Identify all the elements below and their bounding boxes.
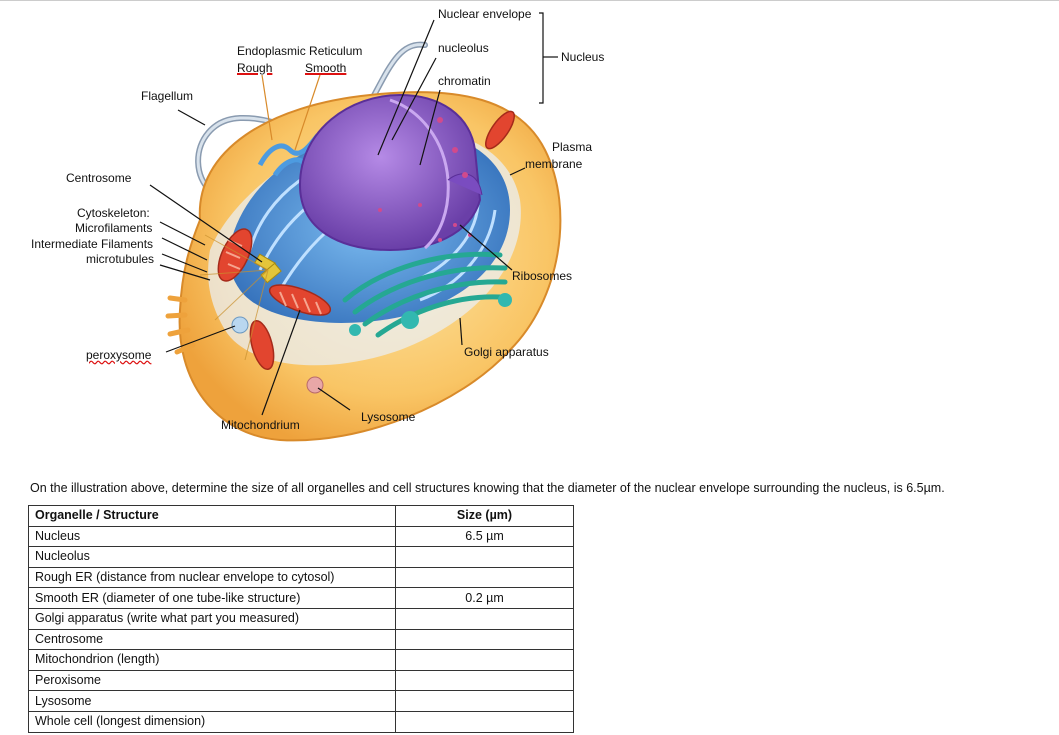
cell-diagram — [0, 0, 1059, 442]
label-plasma-membrane-2: membrane — [525, 157, 583, 171]
header-size: Size (µm) — [395, 505, 574, 527]
size-cell[interactable] — [395, 628, 574, 651]
table-header-row: Organelle / Structure Size (µm) — [28, 505, 574, 527]
label-nuclear-envelope: Nuclear envelope — [438, 7, 532, 21]
structure-cell: Whole cell (longest dimension) — [28, 710, 396, 733]
header-structure: Organelle / Structure — [28, 505, 396, 527]
structure-cell: Lysosome — [28, 690, 396, 712]
table-row: Whole cell (longest dimension) — [28, 710, 574, 733]
label-er-rough: Rough — [237, 61, 273, 75]
label-lysosome: Lysosome — [361, 410, 416, 424]
structure-cell: Centrosome — [28, 628, 396, 651]
table-row: Nucleus 6.5 µm — [28, 525, 574, 548]
label-microtubules: microtubules — [86, 252, 155, 266]
golgi-shape — [342, 251, 508, 338]
mitochondria-shape — [217, 110, 515, 371]
structure-cell: Mitochondrion (length) — [28, 649, 396, 671]
table-row: Peroxisome — [28, 669, 574, 692]
structure-cell: Nucleus — [28, 525, 396, 548]
size-cell[interactable] — [395, 710, 574, 733]
peroxysome-shape — [231, 316, 249, 334]
size-cell[interactable] — [395, 649, 574, 671]
label-flagellum: Flagellum — [141, 89, 194, 103]
size-cell[interactable] — [395, 546, 574, 568]
label-ribosomes: Ribosomes — [512, 269, 573, 283]
table-row: Nucleolus — [28, 546, 574, 568]
label-nucleus: Nucleus — [561, 50, 605, 64]
label-peroxysome: peroxysome — [86, 348, 152, 362]
label-plasma-membrane-1: Plasma — [552, 140, 593, 154]
label-er-title: Endoplasmic Reticulum — [237, 44, 363, 58]
organelle-size-table: Organelle / Structure Size (µm) Nucleus … — [28, 505, 574, 733]
table-row: Rough ER (distance from nuclear envelope… — [28, 566, 574, 589]
table-row: Mitochondrion (length) — [28, 649, 574, 671]
label-microfilaments: Microfilaments — [75, 221, 153, 235]
size-cell[interactable]: 0.2 µm — [395, 587, 574, 609]
label-cytoskeleton: Cytoskeleton: — [77, 206, 150, 220]
instruction-text: On the illustration above, determine the… — [30, 481, 945, 495]
structure-cell: Smooth ER (diameter of one tube-like str… — [28, 587, 396, 609]
nucleus-shape — [298, 93, 483, 252]
label-golgi-apparatus: Golgi apparatus — [464, 345, 549, 359]
structure-cell: Golgi apparatus (write what part you mea… — [28, 607, 396, 630]
size-cell[interactable] — [395, 690, 574, 712]
label-er-smooth: Smooth — [305, 61, 347, 75]
table-row: Golgi apparatus (write what part you mea… — [28, 607, 574, 630]
size-cell[interactable] — [395, 669, 574, 692]
structure-cell: Peroxisome — [28, 669, 396, 692]
size-cell[interactable] — [395, 607, 574, 630]
label-centrosome: Centrosome — [66, 171, 132, 185]
table-row: Smooth ER (diameter of one tube-like str… — [28, 587, 574, 609]
size-cell[interactable]: 6.5 µm — [395, 525, 574, 548]
structure-cell: Nucleolus — [28, 546, 396, 568]
table-row: Centrosome — [28, 628, 574, 651]
table-row: Lysosome — [28, 690, 574, 712]
label-mitochondrium: Mitochondrium — [221, 418, 300, 432]
lysosome-shape — [306, 376, 324, 394]
structure-cell: Rough ER (distance from nuclear envelope… — [28, 566, 396, 589]
label-nucleolus: nucleolus — [438, 41, 489, 55]
size-cell[interactable] — [395, 566, 574, 589]
label-intermediate-filaments: Intermediate Filaments — [31, 237, 154, 251]
label-chromatin: chromatin — [438, 74, 491, 88]
